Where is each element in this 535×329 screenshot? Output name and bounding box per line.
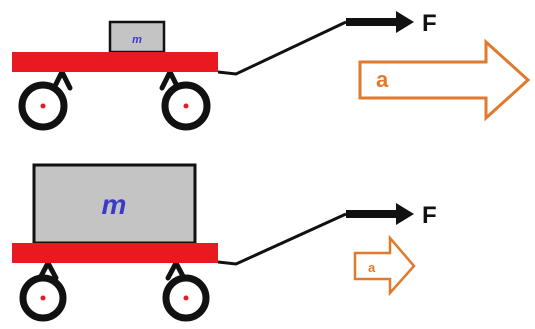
top-force-label: F [422, 10, 437, 37]
top-force-arrow [346, 11, 414, 33]
bottom-mass-label: m [102, 189, 127, 220]
bottom-cart-wheel-left [19, 274, 67, 322]
bottom-cart-struts [37, 260, 187, 281]
bottom-cart-wheel-right [162, 274, 210, 322]
bottom-force-label: F [422, 202, 437, 229]
top-cart-bed [12, 52, 218, 72]
top-cart-assembly: m F a [12, 10, 531, 131]
bottom-accel-label: a [368, 260, 376, 275]
top-cart-wheel-left [18, 81, 68, 131]
top-pull-rope [217, 20, 347, 76]
top-mass-label: m [132, 34, 142, 46]
bottom-mass-block [32, 163, 197, 245]
bottom-cart-assembly: m F a [12, 163, 437, 322]
top-cart-wheel-right [161, 81, 211, 131]
bottom-force-arrow [346, 203, 414, 225]
top-accel-label: a [376, 67, 389, 92]
top-accel-arrow [358, 38, 531, 122]
bottom-accel-arrow [353, 234, 416, 297]
top-cart-struts [51, 69, 181, 91]
bottom-cart-bed [12, 243, 218, 263]
bottom-pull-rope [217, 212, 347, 266]
